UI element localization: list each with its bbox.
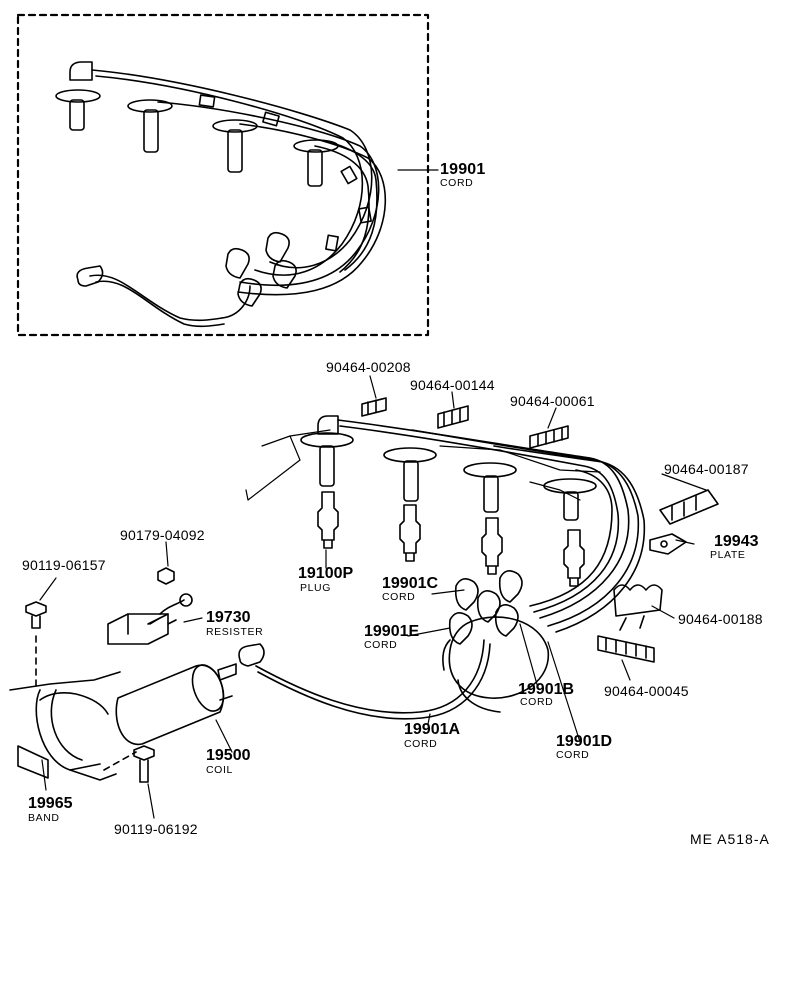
ignition-coil: [115, 663, 237, 745]
coil-number: 19500: [206, 747, 251, 764]
nut-number: 90179-04092: [120, 527, 205, 543]
clamp-90464-00188: [613, 584, 663, 631]
distributor-cap: [442, 616, 549, 713]
clamp-90464-00208-number: 90464-00208: [326, 359, 411, 375]
cord-set-inset: [16, 13, 430, 337]
ignition-cord-bundle: [337, 419, 646, 633]
spark-plugs: [317, 491, 585, 587]
clamp-90464-00045: [597, 635, 655, 663]
plug-name: PLUG: [300, 582, 331, 594]
cord-c-name: CORD: [382, 591, 416, 603]
clamp-90464-00061-number: 90464-00061: [510, 393, 595, 409]
inset-distributor-boots: [225, 231, 297, 307]
inset-plug-boots: [55, 61, 339, 187]
resister-name: RESISTER: [206, 626, 264, 638]
coil-lead-cord: [238, 639, 491, 720]
clamp-90464-00144: [437, 405, 469, 429]
clamp-90464-00208: [361, 397, 387, 417]
cord-b-name: CORD: [520, 696, 554, 708]
coil-band: [9, 671, 121, 781]
band-name: BAND: [28, 812, 60, 824]
bolt-90119-06192: [103, 745, 155, 783]
resister-19730: [107, 593, 193, 645]
cord-d-number: 19901D: [556, 733, 613, 750]
plate-number: 19943: [714, 533, 759, 550]
clamp-90464-00144-number: 90464-00144: [410, 377, 495, 393]
inset-dashed-frame: [16, 13, 430, 337]
cord-c-number: 19901C: [382, 575, 439, 592]
bolt-06157-number: 90119-06157: [22, 557, 106, 573]
clamp-90464-00187-number: 90464-00187: [664, 461, 749, 477]
resister-number: 19730: [206, 609, 251, 626]
cord-e-number: 19901E: [364, 623, 420, 640]
plate-name: PLATE: [710, 549, 746, 561]
distributor-boots: [448, 570, 523, 645]
inset-coil-cord-boot: [76, 265, 104, 287]
inset-cord-bundle: [89, 69, 387, 328]
clamp-90464-00187: [659, 489, 719, 525]
figure-code: ME A518-A: [690, 831, 770, 847]
leader-lines: [39, 169, 707, 819]
clamp-90464-00045-number: 90464-00045: [604, 683, 689, 699]
cord-b-number: 19901B: [518, 681, 575, 698]
bolt-06192-number: 90119-06192: [114, 821, 198, 837]
bolt-90119-06157: [25, 601, 47, 689]
plate-19943: [649, 533, 687, 555]
band-number: 19965: [28, 795, 73, 812]
clamp-90464-00061: [529, 425, 569, 449]
cord-set-name: CORD: [440, 177, 474, 189]
cord-a-name: CORD: [404, 738, 438, 750]
cord-a-number: 19901A: [404, 721, 461, 738]
cord-d-name: CORD: [556, 749, 590, 761]
spark-plug-boots: [300, 415, 597, 521]
coil-name: COIL: [206, 764, 233, 776]
cord-set-number: 19901: [440, 161, 486, 178]
plug-number: 19100P: [298, 565, 354, 582]
nut-90179-04092: [157, 567, 175, 585]
inset-cord-clips: [198, 94, 372, 252]
clamp-90464-00188-number: 90464-00188: [678, 611, 763, 627]
cord-e-name: CORD: [364, 639, 398, 651]
